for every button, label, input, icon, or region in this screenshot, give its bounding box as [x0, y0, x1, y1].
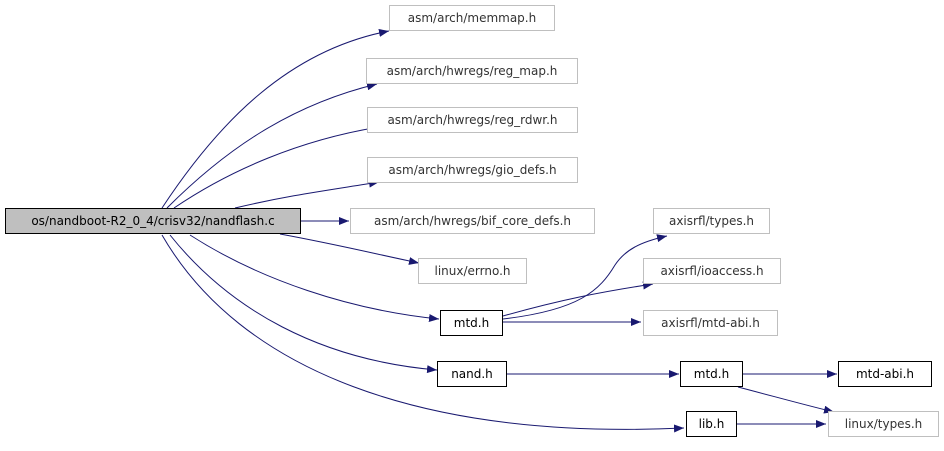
- node-axisrfl-mtd-abi-h[interactable]: axisrfl/mtd-abi.h: [643, 310, 778, 336]
- node-nand-h[interactable]: nand.h: [437, 361, 507, 387]
- node-axisrfl-ioaccess-h[interactable]: axisrfl/ioaccess.h: [643, 258, 781, 284]
- node-linux-errno-h[interactable]: linux/errno.h: [418, 258, 527, 284]
- node-lib-h[interactable]: lib.h: [686, 411, 737, 437]
- node-linux-types-h[interactable]: linux/types.h: [828, 411, 939, 437]
- edge-root-mtd: [189, 234, 440, 322]
- edge-mtd-axis-types: [502, 234, 668, 320]
- edge-root-reg-rdwr: [173, 124, 380, 209]
- edge-mtd-linux-types: [737, 386, 835, 414]
- node-asm-arch-hwregs-reg-map-h[interactable]: asm/arch/hwregs/reg_map.h: [366, 58, 578, 84]
- node-asm-arch-hwregs-reg-rdwr-h[interactable]: asm/arch/hwregs/reg_rdwr.h: [367, 107, 578, 133]
- node-root-file[interactable]: os/nandboot-R2_0_4/crisv32/nandflash.c: [5, 208, 301, 234]
- node-mtd-h-nested[interactable]: mtd.h: [680, 361, 743, 387]
- node-mtd-h[interactable]: mtd.h: [440, 310, 503, 336]
- edge-root-nand: [169, 234, 438, 374]
- node-asm-arch-hwregs-gio-defs-h[interactable]: asm/arch/hwregs/gio_defs.h: [367, 157, 578, 183]
- edge-root-lib: [161, 234, 685, 433]
- edge-root-memmap: [161, 28, 390, 209]
- edge-root-reg-map: [166, 82, 378, 209]
- node-asm-arch-memmap-h[interactable]: asm/arch/memmap.h: [389, 5, 555, 31]
- edge-root-gio-defs: [234, 179, 380, 209]
- node-asm-arch-hwregs-bif-core-defs-h[interactable]: asm/arch/hwregs/bif_core_defs.h: [350, 208, 595, 234]
- node-mtd-abi-h[interactable]: mtd-abi.h: [838, 361, 932, 387]
- edge-root-errno: [279, 233, 420, 265]
- node-axisrfl-types-h[interactable]: axisrfl/types.h: [653, 208, 770, 234]
- edge-mtd-axis-ioaccess: [502, 281, 654, 317]
